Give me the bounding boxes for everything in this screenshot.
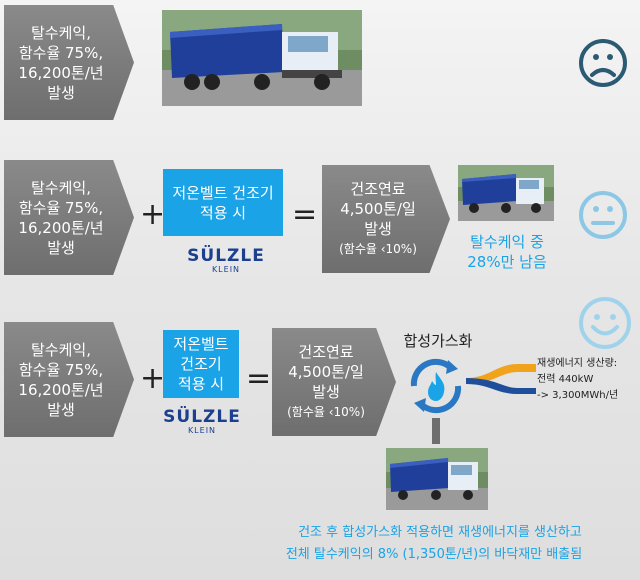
row2-sulzle-logo: SÜLZLE KLEIN [184,247,268,274]
energy-line3: -> 3,300MWh/년 [537,390,619,401]
row3-equals-sign: = [246,361,272,396]
footer-summary: 건조 후 합성가스화 적용하면 재생에너지를 생산하고 전체 탈수케익의 8% … [0,522,640,566]
row2-input-line1: 탈수케익, [31,178,91,197]
row3-output-arrow: 건조연료 4,500톤/일 발생 (함수율 ‹10%) [272,328,396,436]
row3-output-line1: 건조연료 [298,343,354,361]
row3-input-arrow: 탈수케익, 함수율 75%, 16,200톤/년 발생 [4,322,134,437]
row2-result-text: 탈수케익 중 28%만 남음 [452,232,562,272]
gasification-label: 합성가스화 [403,332,473,350]
row3-dryer-line1: 저온벨트 [173,335,229,353]
row1-input-arrow: 탈수케익, 함수율 75%, 16,200톤/년 발생 [4,5,134,120]
row1-input-line1: 탈수케익, [31,23,91,42]
row2-output-line2: 4,500톤/일 [340,200,416,218]
row2-output-line1: 건조연료 [350,180,406,198]
footer-line1: 건조 후 합성가스화 적용하면 재생에너지를 생산하고 [298,525,582,540]
row2-dryer-line1: 저온벨트 건조기 [172,183,274,202]
row3-output-line3: 발생 [312,383,340,401]
row3-input-line1: 탈수케익, [31,340,91,359]
sad-face-icon [579,39,627,87]
row2-input-line2: 함수율 75%, [18,198,104,217]
row3-input-line4: 발생 [47,400,75,419]
energy-output-stream [466,364,536,394]
row3-plus-sign: + [140,361,166,396]
row1-input-line3: 16,200톤/년 [18,63,104,82]
gasification-cycle-icon [410,358,462,414]
row2-input-line4: 발생 [47,238,75,257]
row1-truck-photo [162,10,362,106]
down-connector-bar [432,418,440,444]
row2-dryer-line2: 적용 시 [199,203,247,222]
energy-line1: 재생에너지 생산량: [537,358,618,369]
row1-input-line2: 함수율 75%, [18,43,104,62]
row1-input-line4: 발생 [47,83,75,102]
row3-sulzle-logo: SÜLZLE KLEIN [160,408,244,435]
row2-result-line1: 탈수케익 중 [470,233,544,251]
row2-input-arrow: 탈수케익, 함수율 75%, 16,200톤/년 발생 [4,160,134,275]
row2-brand-top: SÜLZLE [187,246,265,266]
row3-brand-bottom: KLEIN [187,426,217,435]
row3-dryer-box: 저온벨트 건조기 적용 시 [163,330,239,398]
row2-truck-photo [458,165,554,221]
energy-line2: 전력 440kW [537,374,594,385]
row2-output-arrow: 건조연료 4,500톤/일 발생 (함수율 ‹10%) [322,165,450,273]
happy-face-icon [579,297,631,349]
row2-output-line3: 발생 [364,220,392,238]
row3-dryer-line3: 적용 시 [177,375,225,393]
footer-line2: 전체 탈수케익의 8% (1,350톤/년)의 바닥재만 배출됨 [285,547,583,562]
row2-dryer-box: 저온벨트 건조기 적용 시 [163,169,283,236]
row3-input-line2: 함수율 75%, [18,360,104,379]
row2-output-note: (함수율 ‹10%) [339,242,417,256]
row2-result-line2: 28%만 남음 [467,253,547,271]
row3-dryer-line2: 건조기 [180,355,222,373]
row3-output-note: (함수율 ‹10%) [287,405,365,419]
row2-equals-sign: = [292,197,318,232]
neutral-face-icon [579,191,627,239]
row2-plus-sign: + [140,197,166,232]
row2-input-line3: 16,200톤/년 [18,218,104,237]
energy-output-text: 재생에너지 생산량: 전력 440kW -> 3,300MWh/년 [537,356,618,404]
row2-brand-bottom: KLEIN [211,265,241,274]
row3-brand-top: SÜLZLE [163,407,241,427]
row3-output-line2: 4,500톤/일 [288,363,364,381]
row3-truck-photo [386,448,488,510]
row3-input-line3: 16,200톤/년 [18,380,104,399]
